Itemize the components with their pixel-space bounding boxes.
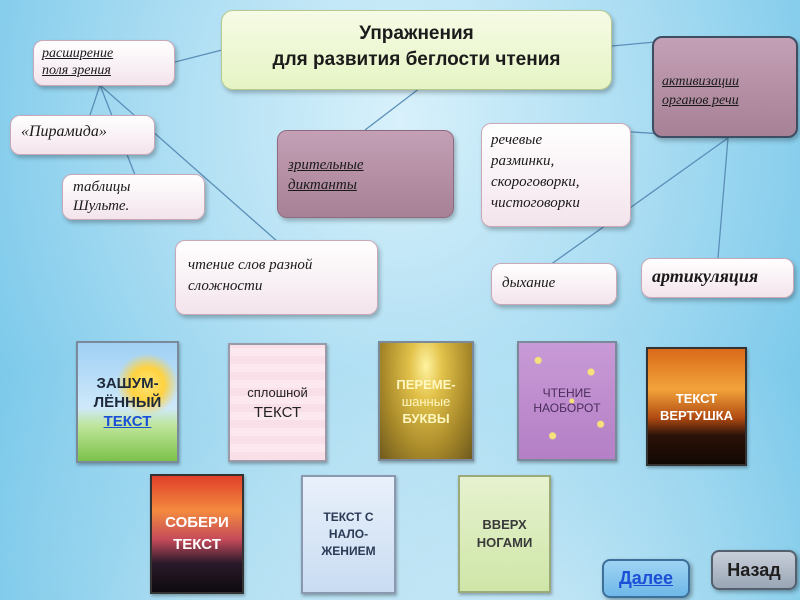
node-artikulyatsiya: артикуляция <box>641 258 794 298</box>
node-piramida-text: «Пирамида» <box>21 123 107 140</box>
node-rasshirenie-line2: поля зрения <box>42 63 111 78</box>
card-zashumlenny-line2: ЛЁННЫЙ <box>93 393 162 411</box>
node-rechevye-line3: скороговорки, <box>491 174 580 190</box>
card-nalozhenie-line1: ТЕКСТ С <box>323 510 374 524</box>
card-sploshnoy-line2: ТЕКСТ <box>253 403 302 421</box>
card-soberi-line2: ТЕКСТ <box>173 536 221 553</box>
node-shulte-line1: таблицы <box>73 179 131 195</box>
card-sploshnoy-line1: сплошной <box>247 384 308 400</box>
card-soberi-line1: СОБЕРИ <box>165 514 229 531</box>
card-peremeshannye-line2: шанные <box>401 393 451 409</box>
node-aktivizatsii-line1: активизации <box>662 74 740 89</box>
card-vverkh-line2: НОГАМИ <box>476 535 533 550</box>
card-naoborot[interactable]: ЧТЕНИЕ НАОБОРОТ <box>517 341 617 461</box>
next-button[interactable]: Далее <box>602 559 690 598</box>
node-shulte: таблицы Шульте. <box>62 174 205 220</box>
diagram-title: Упражнения для развития беглости чтения <box>221 10 612 90</box>
node-rechevye-line2: разминки, <box>491 153 555 169</box>
card-nalozhenie-line2: НАЛО- <box>328 527 369 541</box>
card-nalozhenie[interactable]: ТЕКСТ С НАЛО- ЖЕНИЕМ <box>301 475 396 594</box>
node-rechevye-line1: речевые <box>491 132 543 148</box>
node-chtenie-slov: чтение слов разной сложности <box>175 240 378 315</box>
next-button-label: Далее <box>618 568 674 588</box>
node-chtenie-slov-line1: чтение слов разной <box>188 257 313 273</box>
node-aktivizatsii-line2: органов речи <box>662 93 739 108</box>
card-naoborot-line2: НАОБОРОТ <box>533 401 601 415</box>
node-rasshirenie: расширение поля зрения <box>33 40 175 86</box>
card-nalozhenie-line3: ЖЕНИЕМ <box>321 544 376 558</box>
card-zashumlenny[interactable]: ЗАШУМ- ЛЁННЫЙ ТЕКСТ <box>76 341 179 463</box>
title-line-1: Упражнения <box>359 23 474 44</box>
node-shulte-line2: Шульте. <box>73 198 130 214</box>
card-vertushka[interactable]: ТЕКСТ ВЕРТУШКА <box>646 347 747 466</box>
node-rechevye-line4: чистоговорки <box>491 195 580 211</box>
node-dykhanie-text: дыхание <box>502 275 556 291</box>
card-peremeshannye-line1: ПЕРЕМЕ- <box>396 376 456 392</box>
node-zritelnye-line1: зрительные <box>288 157 364 173</box>
card-zashumlenny-line1: ЗАШУМ- <box>96 374 159 392</box>
card-vverkh-line1: ВВЕРХ <box>482 517 527 532</box>
node-zritelnye-line2: диктанты <box>288 177 357 193</box>
node-dykhanie: дыхание <box>491 263 617 305</box>
card-vertushka-line1: ТЕКСТ <box>675 390 718 406</box>
node-zritelnye: зрительные диктанты <box>277 130 454 218</box>
node-aktivizatsii: активизации органов речи <box>652 36 798 138</box>
card-peremeshannye[interactable]: ПЕРЕМЕ- шанные БУКВЫ <box>378 341 474 461</box>
node-chtenie-slov-line2: сложности <box>188 278 263 294</box>
card-sploshnoy[interactable]: сплошной ТЕКСТ <box>228 343 327 462</box>
back-button-label: Назад <box>727 559 781 580</box>
node-rasshirenie-line1: расширение <box>42 46 114 61</box>
card-soberi[interactable]: СОБЕРИ ТЕКСТ <box>150 474 244 594</box>
card-zashumlenny-line3: ТЕКСТ <box>103 412 152 430</box>
node-piramida: «Пирамида» <box>10 115 155 155</box>
title-line-2: для развития беглости чтения <box>272 49 561 70</box>
card-vverkh[interactable]: ВВЕРХ НОГАМИ <box>458 475 551 593</box>
node-rechevye: речевые разминки, скороговорки, чистогов… <box>481 123 631 227</box>
card-vertushka-line2: ВЕРТУШКА <box>660 407 733 423</box>
card-peremeshannye-line3: БУКВЫ <box>402 410 450 426</box>
back-button[interactable]: Назад <box>711 550 797 590</box>
node-artikulyatsiya-text: артикуляция <box>652 266 759 286</box>
card-naoborot-line1: ЧТЕНИЕ <box>542 386 592 400</box>
